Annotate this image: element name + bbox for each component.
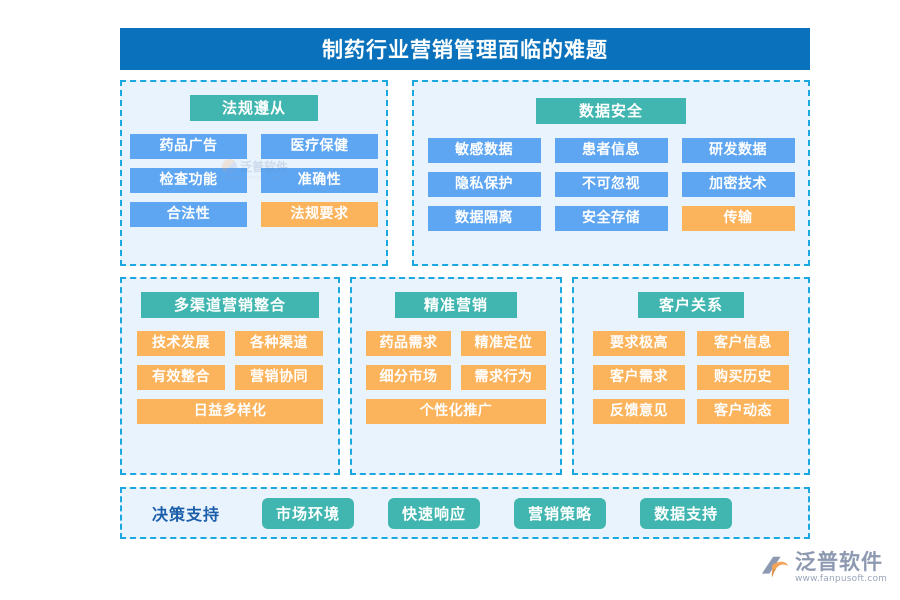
chip-item[interactable]: 传输 xyxy=(681,206,795,231)
panel-compliance-chips: 药品广告 医疗保健 检查功能 准确性 合法性 法规要求 xyxy=(130,134,378,227)
panel-customer-relations: 客户关系 要求极高 客户信息 客户需求 购买历史 反馈意见 客户动态 xyxy=(572,277,810,475)
chip-item[interactable]: 客户需求 xyxy=(593,365,685,390)
panel-customer-relations-chips: 要求极高 客户信息 客户需求 购买历史 反馈意见 客户动态 xyxy=(593,331,789,424)
chip-item[interactable]: 安全存储 xyxy=(554,206,668,231)
panel-data-security-chips: 敏感数据 患者信息 研发数据 隐私保护 不可忽视 加密技术 数据隔离 安全存储 … xyxy=(427,138,795,231)
panel-precision-marketing-chips: 药品需求 精准定位 细分市场 需求行为 个性化推广 xyxy=(366,331,546,424)
chip-item[interactable]: 精准定位 xyxy=(461,331,546,356)
chip-item[interactable]: 加密技术 xyxy=(681,172,795,197)
chip-item[interactable]: 需求行为 xyxy=(461,365,546,390)
panel-compliance: 法规遵从 药品广告 医疗保健 检查功能 准确性 合法性 法规要求 xyxy=(120,80,388,266)
panel-data-security-header: 数据安全 xyxy=(536,98,686,124)
panel-compliance-header: 法规遵从 xyxy=(190,95,318,121)
panel-customer-relations-header: 客户关系 xyxy=(638,292,744,318)
decision-support-label: 决策支持 xyxy=(152,505,221,524)
pill-market-environment[interactable]: 市场环境 xyxy=(262,497,355,529)
panel-data-security: 数据安全 敏感数据 患者信息 研发数据 隐私保护 不可忽视 加密技术 数据隔离 … xyxy=(412,80,810,266)
chip-item[interactable]: 准确性 xyxy=(261,168,378,193)
chip-item[interactable]: 营销协同 xyxy=(235,365,323,390)
panel-multichannel: 多渠道营销整合 技术发展 各种渠道 有效整合 营销协同 日益多样化 xyxy=(120,277,340,475)
panel-multichannel-header: 多渠道营销整合 xyxy=(141,292,319,318)
chip-item[interactable]: 反馈意见 xyxy=(593,399,685,424)
logo-url: www.fanpusoft.com xyxy=(795,574,888,584)
chip-item[interactable]: 隐私保护 xyxy=(427,172,541,197)
chip-item[interactable]: 各种渠道 xyxy=(235,331,323,356)
panel-multichannel-chips: 技术发展 各种渠道 有效整合 营销协同 日益多样化 xyxy=(137,331,323,424)
pill-data-support[interactable]: 数据支持 xyxy=(640,497,733,529)
panel-decision-support: 决策支持 市场环境 快速响应 营销策略 数据支持 xyxy=(120,487,810,539)
panel-precision-marketing-header: 精准营销 xyxy=(395,292,517,318)
chip-item[interactable]: 购买历史 xyxy=(697,365,789,390)
chip-item[interactable]: 药品需求 xyxy=(366,331,451,356)
diagram-title-banner: 制药行业营销管理面临的难题 xyxy=(120,28,810,70)
chip-item[interactable]: 医疗保健 xyxy=(261,134,378,159)
logo-name: 泛普软件 xyxy=(795,550,883,574)
chip-item[interactable]: 不可忽视 xyxy=(554,172,668,197)
chip-item[interactable]: 检查功能 xyxy=(130,168,247,193)
chip-item[interactable]: 研发数据 xyxy=(681,138,795,163)
chip-item[interactable]: 日益多样化 xyxy=(137,399,323,424)
chip-item[interactable]: 敏感数据 xyxy=(427,138,541,163)
chip-item[interactable]: 客户信息 xyxy=(697,331,789,356)
chip-item[interactable]: 患者信息 xyxy=(554,138,668,163)
chip-item[interactable]: 客户动态 xyxy=(697,399,789,424)
page-title: 制药行业营销管理面临的难题 xyxy=(322,38,608,62)
chip-item[interactable]: 技术发展 xyxy=(137,331,225,356)
panel-precision-marketing: 精准营销 药品需求 精准定位 细分市场 需求行为 个性化推广 xyxy=(350,277,562,475)
chip-item[interactable]: 药品广告 xyxy=(130,134,247,159)
chip-item[interactable]: 要求极高 xyxy=(593,331,685,356)
chip-item[interactable]: 细分市场 xyxy=(366,365,451,390)
chip-item[interactable]: 合法性 xyxy=(130,202,247,227)
chip-item[interactable]: 数据隔离 xyxy=(427,206,541,231)
fanpu-logo-icon xyxy=(761,556,789,578)
brand-logo: 泛普软件 www.fanpusoft.com xyxy=(760,552,887,584)
pill-rapid-response[interactable]: 快速响应 xyxy=(388,497,481,529)
chip-item[interactable]: 个性化推广 xyxy=(366,399,546,424)
pill-marketing-strategy[interactable]: 营销策略 xyxy=(514,497,607,529)
chip-item[interactable]: 有效整合 xyxy=(137,365,225,390)
chip-item[interactable]: 法规要求 xyxy=(261,202,378,227)
